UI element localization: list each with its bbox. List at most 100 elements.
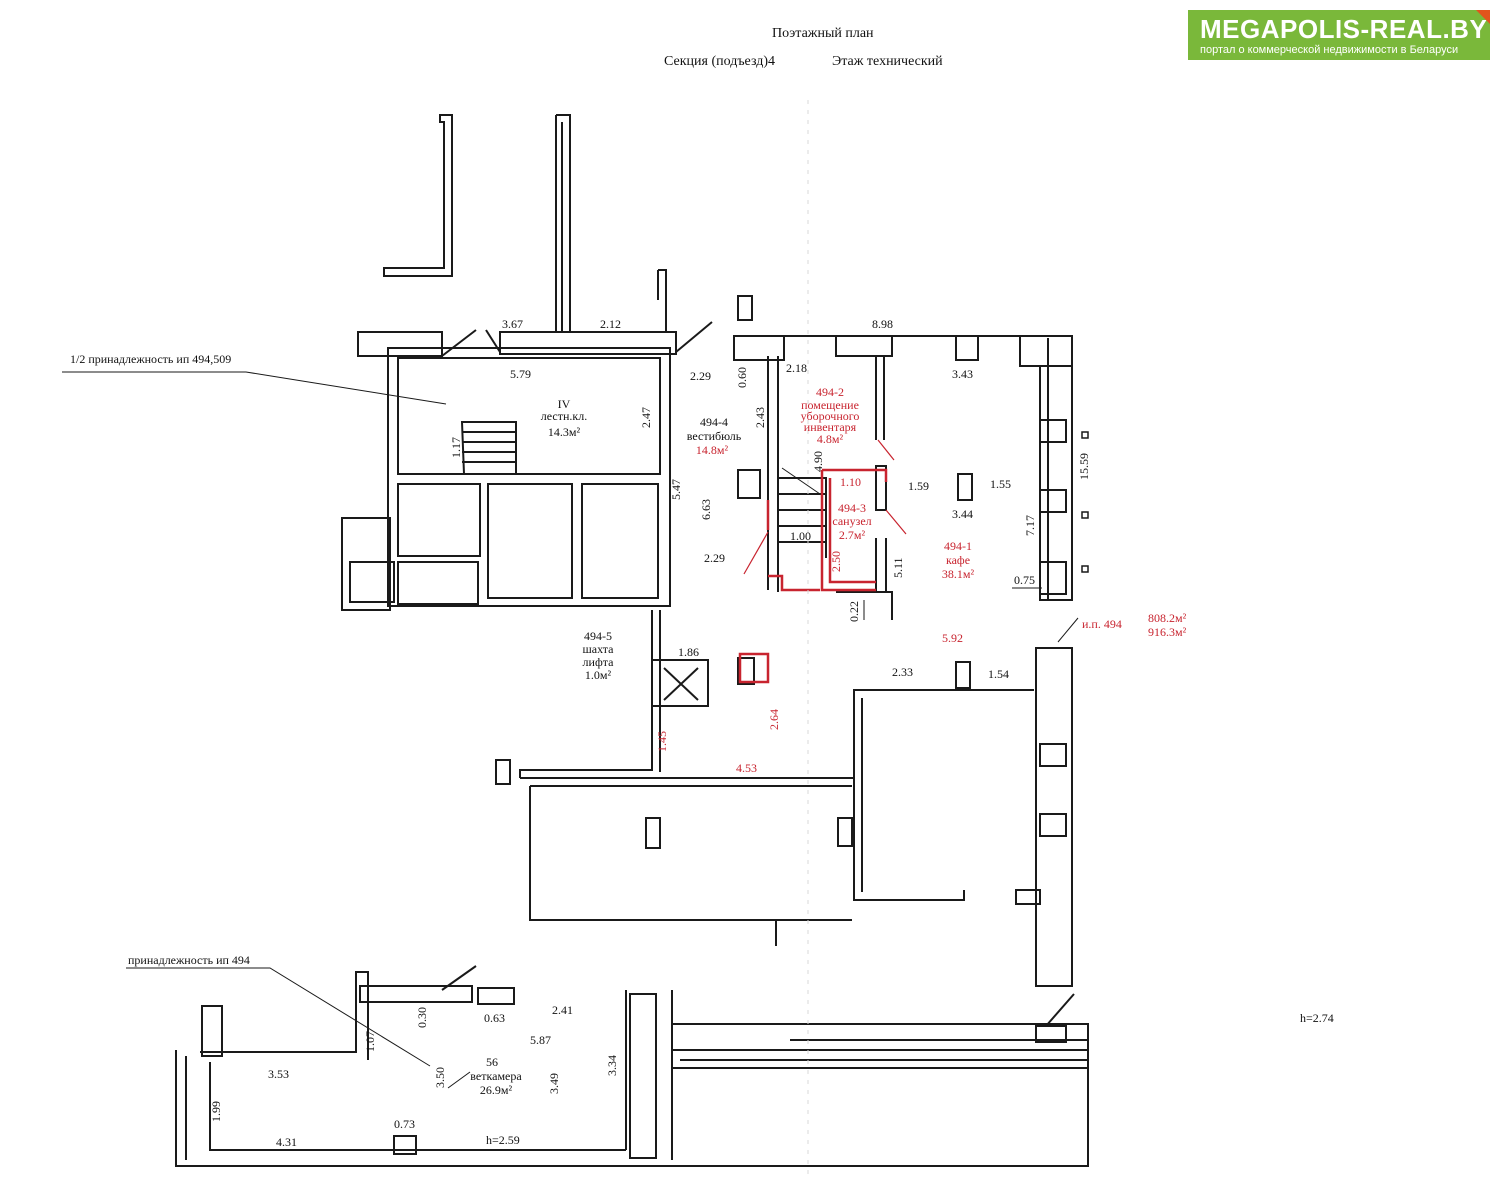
dim-15-59: 15.59 [1077,453,1091,480]
lower-hall-walls [520,689,1034,921]
storage-id: 494-2 [816,385,844,399]
dim-4-31: 4.31 [276,1135,297,1149]
cafe-right-seg-3 [1039,561,1067,595]
cell-c [581,483,659,599]
dim-5-92: 5.92 [942,631,963,645]
dim-0-60: 0.60 [735,367,749,388]
vent-cap-2 [477,987,515,1005]
dim-3-53: 3.53 [268,1067,289,1081]
dim-7-17: 7.17 [1023,515,1037,536]
ownership-leader-top [62,371,447,405]
wc-id: 494-3 [838,501,866,515]
dim-1-99: 1.99 [209,1101,223,1122]
brand-logo[interactable]: MEGAPOLIS-REAL.BY портал о коммерческой … [1188,10,1490,60]
wc-red-outline [820,468,888,592]
shaft-right [555,114,571,332]
dim-1-59: 1.59 [908,479,929,493]
dim-2-64: 2.64 [767,709,781,730]
cafe-column [957,473,973,501]
east-seg-1 [1039,743,1067,767]
corridor-column-2 [955,661,971,689]
left-block-inner [349,561,395,603]
dim-6-63: 6.63 [699,499,713,520]
stair-top-left-cap [357,331,443,357]
cafe-top-bar [733,335,785,361]
east-seg-3 [1015,889,1041,905]
dim-0-75: 0.75 [1014,573,1035,587]
dim-1-45: 1.45 [655,731,669,752]
dim-2-33: 2.33 [892,665,913,679]
totals-area1: 808.2м² [1148,611,1187,625]
brand-tagline: портал о коммерческой недвижимости в Бел… [1200,44,1459,56]
dim-2-29-top: 2.29 [690,369,711,383]
dim-3-34: 3.34 [605,1055,619,1076]
dim-1-86: 1.86 [678,645,699,659]
dim-0-22: 0.22 [847,601,861,622]
vestibule-cabinet [737,469,761,499]
dim-0-63: 0.63 [484,1011,505,1025]
dim-2-18: 2.18 [786,361,807,375]
dim-1-54: 1.54 [988,667,1009,681]
red-leader-2 [877,439,907,535]
dim-3-44: 3.44 [952,507,973,521]
totals-leader [1057,617,1079,643]
dim-5-47: 5.47 [669,479,683,500]
lift-line1: шахта [582,642,614,656]
lift-id: 494-5 [584,629,612,643]
left-bottom-cell [397,561,479,605]
vent-cap [359,985,473,1003]
dim-2-12: 2.12 [600,317,621,331]
dim-1-10: 1.10 [840,475,861,489]
dim-1-55: 1.55 [990,477,1011,491]
dim-2-43: 2.43 [753,407,767,428]
dim-8-98: 8.98 [872,317,893,331]
stair-area: 14.3м² [547,425,581,439]
lift-area: 1.0м² [584,668,612,682]
stair-steps [460,421,517,475]
vent-name: веткамера [470,1069,522,1083]
lift-cross [663,667,699,701]
lift-line2: лифта [582,655,614,669]
door-swing-2 [675,321,713,353]
shaft-far-right [657,269,667,332]
vestibule-id: 494-4 [700,415,728,429]
marker-square-3 [1081,565,1089,573]
dim-0-30: 0.30 [415,1007,429,1028]
door-swing-1 [441,329,501,357]
totals-label: и.п. 494 [1082,617,1122,631]
lift-red-box [738,652,770,684]
plan-title: Поэтажный план [772,26,874,41]
dim-2-29-bottom: 2.29 [704,551,725,565]
brand-name: MEGAPOLIS-REAL.BY [1200,14,1488,44]
ownership-note-top: 1/2 принадлежность ип 494,509 [70,352,232,366]
dim-leader-3-50 [447,1071,471,1089]
cell-a [397,483,481,557]
vent-column [393,1135,417,1155]
wc-walls [875,465,887,593]
dim-5-11: 5.11 [891,557,905,578]
storage-walls [767,356,885,592]
vestibule-red-wall [766,500,820,592]
dim-5-79: 5.79 [510,367,531,381]
dim-2-41: 2.41 [552,1003,573,1017]
east-column [1035,647,1073,987]
ownership-note-bottom: принадлежность ип 494 [128,953,250,967]
shaft-left [383,114,453,277]
cafe-right-col [1039,365,1073,601]
dim-5-87: 5.87 [530,1033,551,1047]
vent-walls [175,971,1089,1167]
vent-duct [672,1039,1088,1069]
stair-top-right-cap [499,331,677,355]
totals-area2: 916.3м² [1148,625,1187,639]
brand-corner-icon [1476,10,1490,24]
stair-name: лестн.кл. [540,409,588,423]
lower-hall-column-2 [837,817,853,847]
vent-left-post [201,1005,223,1057]
dim-1-17: 1.17 [449,437,463,458]
cafe-area: 38.1м² [941,567,975,581]
cell-b [487,483,573,599]
left-block [341,517,391,611]
lift-box [737,657,755,685]
dim-4-53: 4.53 [736,761,757,775]
